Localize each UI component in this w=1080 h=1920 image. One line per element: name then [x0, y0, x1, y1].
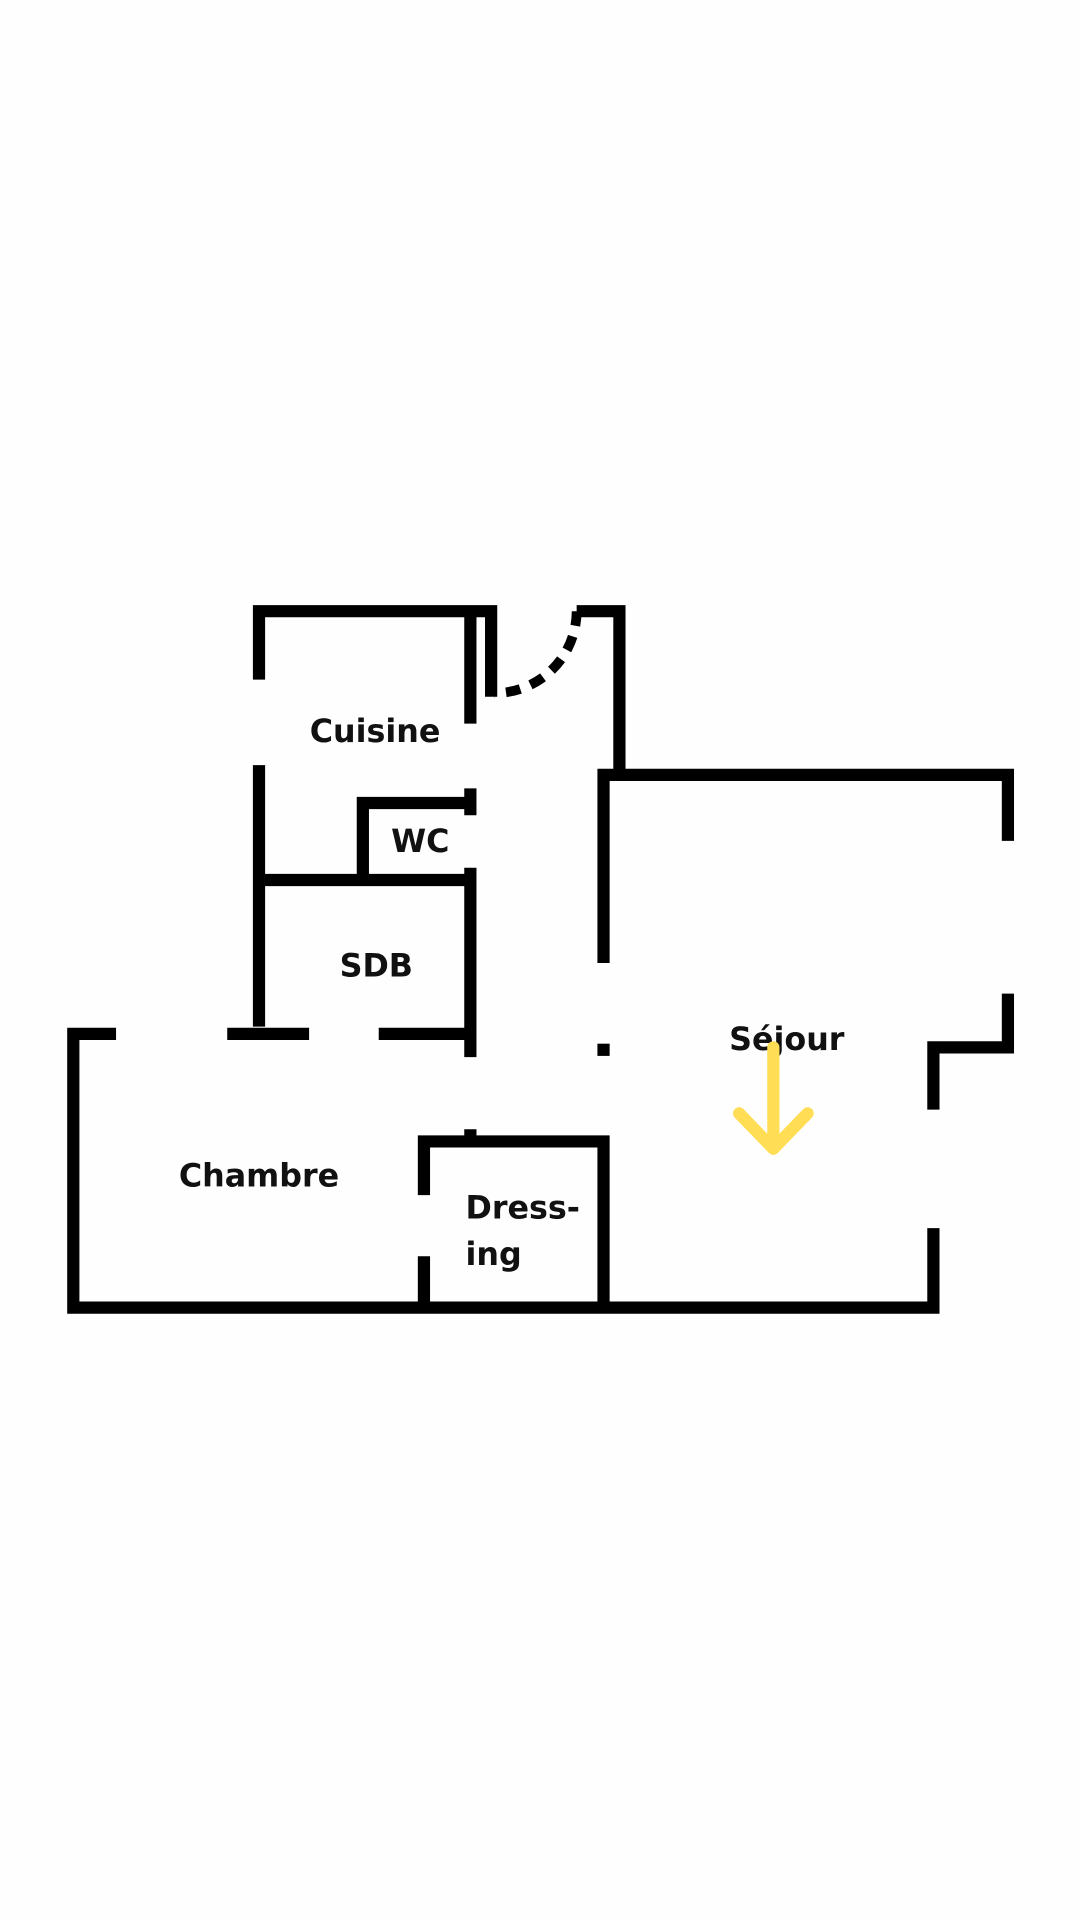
- room-labels: Cuisine WC SDB Séjour Chambre Dress- ing: [179, 714, 845, 1273]
- sdb-walls: [227, 873, 471, 1041]
- room-label-dressing-1: Dress-: [465, 1190, 580, 1226]
- wall-stub: [597, 1043, 610, 1056]
- room-label-chambre: Chambre: [179, 1159, 339, 1195]
- room-label-sdb: SDB: [340, 948, 413, 984]
- sejour-walls: [597, 768, 1015, 1308]
- room-label-sejour: Séjour: [729, 1022, 845, 1058]
- door-swing-arc: [494, 611, 582, 698]
- cuisine-walls: [252, 605, 498, 1027]
- room-label-dressing-2: ing: [465, 1237, 521, 1273]
- chambre-walls: [67, 1027, 940, 1314]
- room-label-wc: WC: [391, 824, 449, 860]
- walls: [67, 605, 1015, 1314]
- room-label-cuisine: Cuisine: [310, 714, 441, 750]
- arrow-down-icon: [733, 1041, 814, 1155]
- entrance-walls: [576, 605, 626, 773]
- wc-walls: [356, 788, 477, 1058]
- dressing-walls: [417, 1129, 610, 1308]
